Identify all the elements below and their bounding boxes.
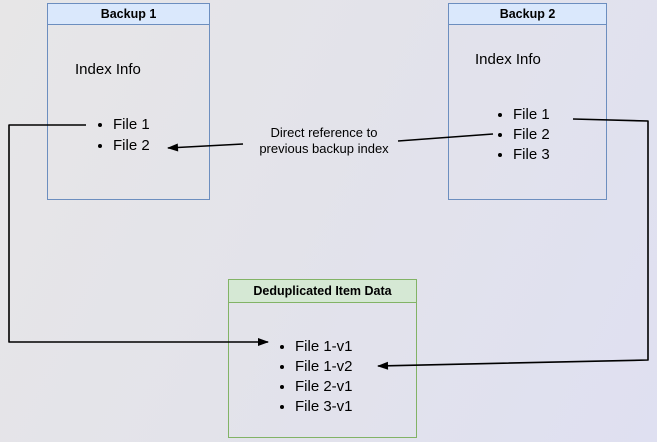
backup2-index-info-label: Index Info	[475, 51, 541, 68]
list-item: File 1	[513, 105, 550, 125]
backup1-index-info-label: Index Info	[75, 61, 141, 78]
list-item: File 2	[513, 125, 550, 145]
dedup-title: Deduplicated Item Data	[229, 280, 416, 303]
list-item: File 2-v1	[295, 377, 353, 397]
annotation-line-1: Direct reference to	[270, 125, 378, 140]
backup1-box: Backup 1	[47, 3, 210, 200]
backup1-file-list: File 1 File 2	[95, 114, 150, 156]
dedup-file-list: File 1-v1 File 1-v2 File 2-v1 File 3-v1	[277, 337, 353, 417]
direct-reference-annotation: Direct reference to previous backup inde…	[238, 125, 410, 157]
backup1-title: Backup 1	[48, 4, 209, 25]
annotation-line-2: previous backup index	[259, 141, 389, 156]
list-item: File 2	[113, 135, 150, 156]
list-item: File 3	[513, 145, 550, 165]
backup2-box: Backup 2	[448, 3, 607, 200]
dedup-box: Deduplicated Item Data	[228, 279, 417, 438]
backup2-title: Backup 2	[449, 4, 606, 25]
list-item: File 3-v1	[295, 397, 353, 417]
list-item: File 1-v1	[295, 337, 353, 357]
backup2-file-list: File 1 File 2 File 3	[495, 105, 550, 165]
list-item: File 1-v2	[295, 357, 353, 377]
list-item: File 1	[113, 114, 150, 135]
